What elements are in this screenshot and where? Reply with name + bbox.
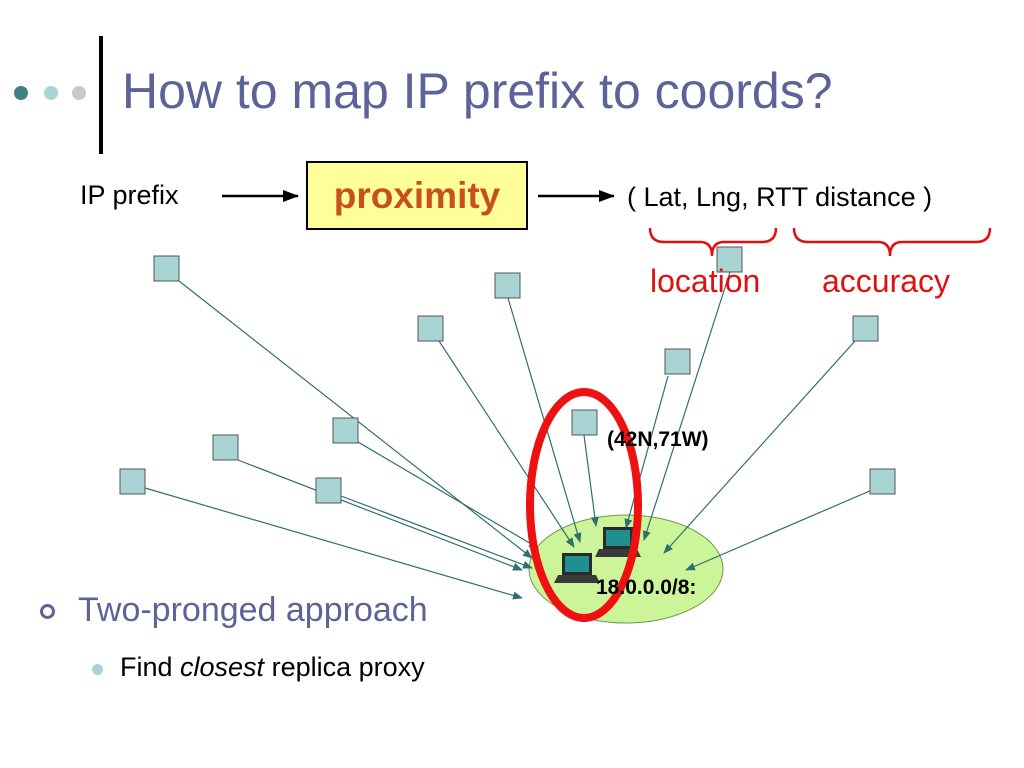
link <box>663 340 856 554</box>
landmark-node <box>153 255 180 282</box>
link <box>340 495 533 569</box>
link <box>624 375 669 529</box>
proximity-box: proximity <box>306 161 528 230</box>
brace-accuracy <box>792 227 992 257</box>
title-dot-teal <box>44 86 58 100</box>
landmark-node <box>417 315 444 342</box>
bullet-ring-icon <box>40 604 55 619</box>
landmark-node <box>664 348 691 375</box>
brace-location <box>648 227 778 257</box>
link <box>642 271 731 541</box>
link <box>357 441 539 549</box>
prefix-label: 18.0.0.0/8: <box>596 576 697 599</box>
proximity-label: proximity <box>333 174 501 216</box>
landmark-node <box>212 434 239 461</box>
accuracy-label: accuracy <box>822 263 951 299</box>
location-label: location <box>650 263 761 299</box>
title-dot-grey <box>72 86 86 100</box>
link <box>438 340 575 548</box>
landmark-node <box>119 468 146 495</box>
landmark-node <box>494 272 521 299</box>
landmark-node <box>332 417 359 444</box>
bullet-dot-icon <box>92 664 103 675</box>
laptop-icon <box>595 527 641 557</box>
landmark-node <box>571 409 598 436</box>
bullet-level1: Two-pronged approach <box>78 591 428 629</box>
link <box>583 434 599 527</box>
title-divider <box>99 36 103 154</box>
coordinate-label: (42N,71W) <box>607 428 709 451</box>
output-tuple-label: ( Lat, Lng, RTT distance ) <box>627 182 933 212</box>
landmark-node <box>869 468 896 495</box>
bullet-level2-emphasis: closest <box>180 652 265 682</box>
link <box>144 487 523 600</box>
link <box>685 489 873 571</box>
landmark-node <box>716 246 743 273</box>
landmark-node <box>852 315 879 342</box>
ip-prefix-label: IP prefix <box>80 180 179 210</box>
title-dot-dark <box>14 86 28 100</box>
highlight-ring <box>526 388 642 622</box>
bullet-level2-suffix: replica proxy <box>264 652 425 682</box>
laptop-icon <box>554 553 600 583</box>
landmark-node <box>315 477 342 504</box>
bullet-level2-prefix: Find <box>120 652 181 682</box>
bullet-level2: Find closest replica proxy <box>120 652 425 683</box>
link <box>237 459 523 571</box>
slide-title: How to map IP prefix to coords? <box>122 63 833 119</box>
